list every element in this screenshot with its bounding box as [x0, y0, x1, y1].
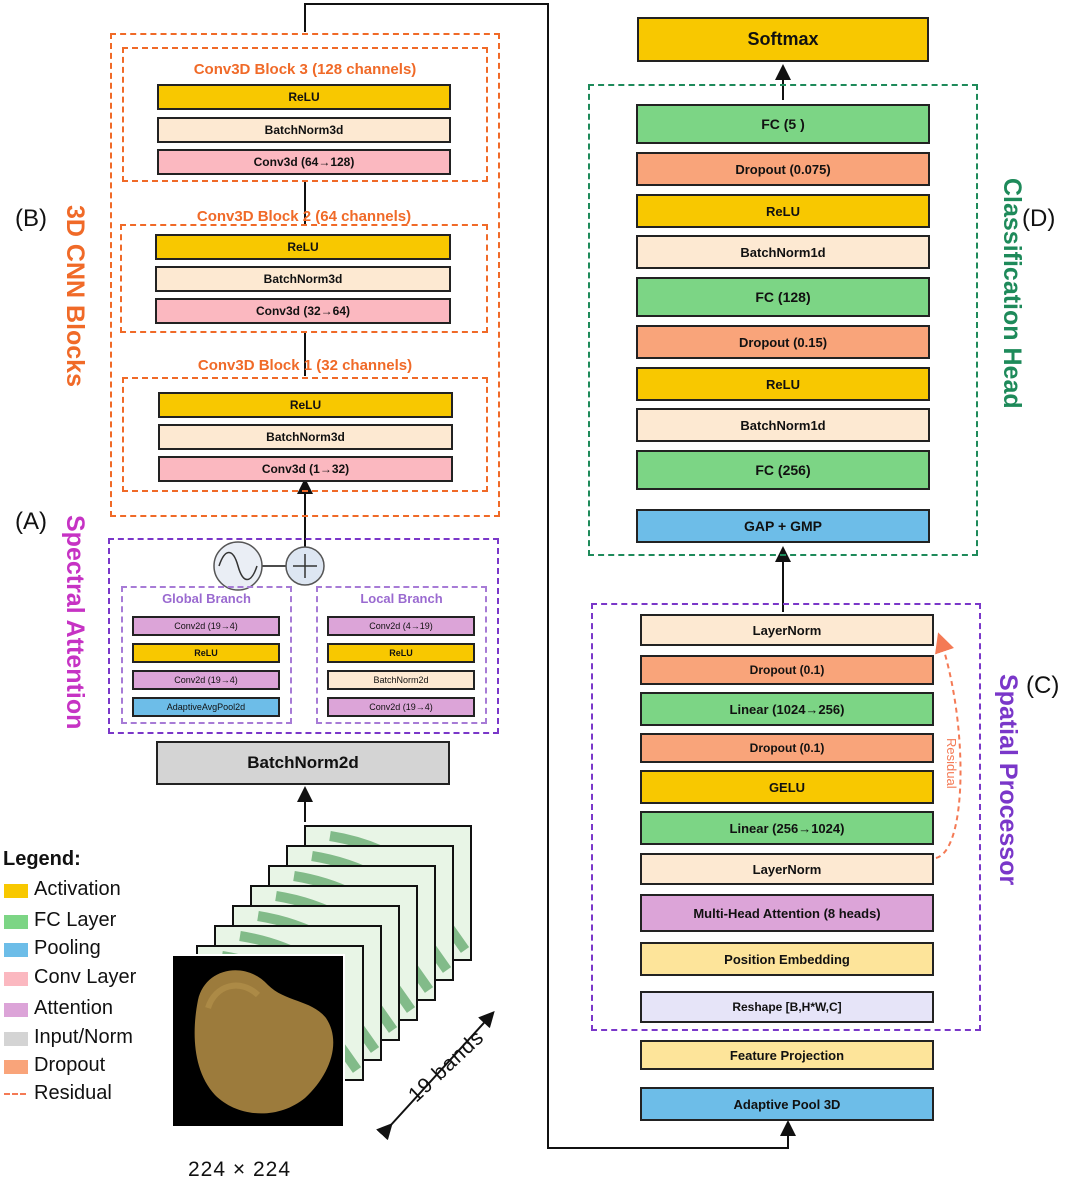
- legend-swatch-residual: [4, 1093, 26, 1095]
- block3-batchnorm: BatchNorm3d: [157, 117, 451, 143]
- input-batchnorm2d: BatchNorm2d: [156, 741, 450, 785]
- spectral-attention-title: Spectral Attention: [61, 515, 89, 730]
- block1-conv: Conv3d (1→32): [158, 456, 453, 482]
- local-item-1: Conv2d (4→19): [327, 616, 475, 636]
- spatial-dropout-2: Dropout (0.1): [640, 733, 934, 763]
- block1-relu: ReLU: [158, 392, 453, 418]
- head-fc-256: FC (256): [636, 450, 930, 490]
- spectral-attention-outer: [108, 538, 499, 734]
- block2-relu: ReLU: [155, 234, 451, 260]
- spatial-layernorm-bottom: LayerNorm: [640, 853, 934, 885]
- legend-item-activation: Activation: [34, 878, 121, 900]
- legend-swatch-fc: [4, 915, 28, 929]
- head-batchnorm1d-2: BatchNorm1d: [636, 408, 930, 442]
- global-branch: [121, 586, 292, 724]
- seed-image: [171, 954, 345, 1128]
- head-fc-128: FC (128): [636, 277, 930, 317]
- spatial-layernorm-top: LayerNorm: [640, 614, 934, 646]
- classification-head-outer: [588, 84, 978, 556]
- cnn-blocks-title: 3D CNN Blocks: [61, 205, 89, 387]
- legend-item-attention: Attention: [34, 997, 113, 1019]
- spatial-reshape: Reshape [B,H*W,C]: [640, 991, 934, 1023]
- softmax-block: Softmax: [637, 17, 929, 62]
- legend-item-dropout: Dropout: [34, 1054, 106, 1076]
- cnn-to-pool-line: [304, 3, 796, 1149]
- legend-swatch-attention: [4, 1003, 28, 1017]
- legend-title: Legend:: [3, 848, 81, 870]
- classification-head-title: Classification Head: [998, 178, 1026, 409]
- label-d: (D): [1022, 205, 1056, 232]
- block2-conv: Conv3d (32→64): [155, 298, 451, 324]
- conv3d-block-2: [120, 224, 488, 333]
- local-branch: [316, 586, 487, 724]
- legend-item-pooling: Pooling: [34, 937, 101, 959]
- legend-item-conv: Conv Layer: [34, 966, 137, 988]
- label-c: (C): [1026, 672, 1060, 699]
- label-a: (A): [15, 508, 47, 535]
- add-operation-icon: [285, 546, 325, 586]
- cnn-blocks-outer: [110, 33, 500, 517]
- local-item-4: Conv2d (19→4): [327, 697, 475, 717]
- local-item-2: ReLU: [327, 643, 475, 663]
- spatial-processor-outer: [591, 603, 981, 1031]
- legend-swatch-activation: [4, 884, 28, 898]
- head-relu-2: ReLU: [636, 367, 930, 401]
- local-item-3: BatchNorm2d: [327, 670, 475, 690]
- conv3d-block-1: [122, 377, 488, 492]
- block3-title: Conv3D Block 3 (128 channels): [193, 61, 417, 78]
- spatial-linear-256-1024: Linear (256→1024): [640, 811, 934, 845]
- global-item-3: Conv2d (19→4): [132, 670, 280, 690]
- spatial-position-embedding: Position Embedding: [640, 942, 934, 976]
- global-item-2: ReLU: [132, 643, 280, 663]
- block2-title: Conv3D Block 2 (64 channels): [196, 208, 412, 225]
- bands-arrow: [376, 1011, 495, 1141]
- residual-curve: [935, 632, 962, 859]
- legend-swatch-conv: [4, 972, 28, 986]
- adaptive-pool-3d: Adaptive Pool 3D: [640, 1087, 934, 1121]
- spatial-linear-1024-256: Linear (1024→256): [640, 692, 934, 726]
- legend-swatch-dropout: [4, 1060, 28, 1074]
- sine-activation-icon: [213, 541, 263, 591]
- global-branch-title: Global Branch: [162, 591, 251, 606]
- global-item-1: Conv2d (19→4): [132, 616, 280, 636]
- head-fc-5: FC (5 ): [636, 104, 930, 144]
- global-item-4: AdaptiveAvgPool2d: [132, 697, 280, 717]
- legend-swatch-norm: [4, 1032, 28, 1046]
- label-b: (B): [15, 205, 47, 232]
- spatial-processor-title: Spatial Processor: [994, 674, 1022, 886]
- legend-item-fc: FC Layer: [34, 909, 117, 931]
- spatial-dropout-1: Dropout (0.1): [640, 655, 934, 685]
- residual-label: Residual: [944, 738, 959, 789]
- spatial-gelu: GELU: [640, 770, 934, 804]
- spatial-multihead-attention: Multi-Head Attention (8 heads): [640, 894, 934, 932]
- legend-item-residual: Residual: [34, 1082, 112, 1104]
- block3-conv: Conv3d (64→128): [157, 149, 451, 175]
- head-gap-gmp: GAP + GMP: [636, 509, 930, 543]
- block1-title: Conv3D Block 1 (32 channels): [197, 357, 413, 374]
- legend-item-norm: Input/Norm: [34, 1026, 133, 1048]
- local-branch-title: Local Branch: [360, 591, 443, 606]
- head-batchnorm1d-1: BatchNorm1d: [636, 235, 930, 269]
- block1-batchnorm: BatchNorm3d: [158, 424, 453, 450]
- legend-swatch-pooling: [4, 943, 28, 957]
- head-relu-1: ReLU: [636, 194, 930, 228]
- image-size-label: 224 × 224: [188, 1158, 292, 1181]
- block2-batchnorm: BatchNorm3d: [155, 266, 451, 292]
- head-dropout-015: Dropout (0.15): [636, 325, 930, 359]
- head-dropout-0075: Dropout (0.075): [636, 152, 930, 186]
- conv3d-block-3: [122, 47, 488, 182]
- block3-relu: ReLU: [157, 84, 451, 110]
- feature-projection: Feature Projection: [640, 1040, 934, 1070]
